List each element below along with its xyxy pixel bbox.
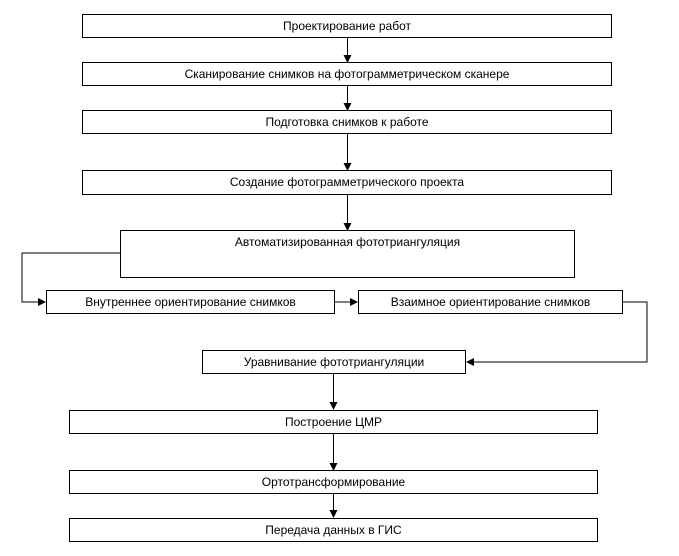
step-interior-orientation-box: Внутреннее ориентирование снимков <box>46 290 335 314</box>
step-gis-label: Передача данных в ГИС <box>265 523 402 537</box>
step-ortho-box: Ортотрансформирование <box>69 470 598 494</box>
step-scanning-label: Сканирование снимков на фотограмметричес… <box>184 67 510 81</box>
step-preparation-box: Подготовка снимков к работе <box>82 110 612 134</box>
step-relative-orientation-label: Взаимное ориентирование снимков <box>390 295 591 309</box>
arrow-aerotriangulation-to-interior <box>21 252 120 306</box>
step-preparation-label: Подготовка снимков к работе <box>265 115 429 129</box>
step-design-label: Проектирование работ <box>283 19 411 33</box>
step-adjustment-label: Уравнивание фототриангуляции <box>243 355 425 369</box>
step-dem-box: Построение ЦМР <box>69 410 598 434</box>
step-aerotriangulation-box: Автоматизированная фототриангуляция <box>120 230 575 278</box>
step-project-box: Создание фотограмметрического проекта <box>82 170 612 195</box>
step-interior-orientation-label: Внутреннее ориентирование снимков <box>85 295 296 309</box>
step-gis-box: Передача данных в ГИС <box>69 518 598 542</box>
step-scanning-box: Сканирование снимков на фотограмметричес… <box>82 62 612 86</box>
step-relative-orientation-box: Взаимное ориентирование снимков <box>358 290 623 314</box>
step-dem-label: Построение ЦМР <box>284 415 383 429</box>
step-design-box: Проектирование работ <box>82 14 612 38</box>
step-adjustment-box: Уравнивание фототриангуляции <box>202 350 466 374</box>
step-project-label: Создание фотограмметрического проекта <box>229 175 465 189</box>
step-ortho-label: Ортотрансформирование <box>261 475 406 489</box>
step-aerotriangulation-label: Автоматизированная фототриангуляция <box>234 235 461 249</box>
arrow-relative-to-adjustment <box>466 301 648 366</box>
